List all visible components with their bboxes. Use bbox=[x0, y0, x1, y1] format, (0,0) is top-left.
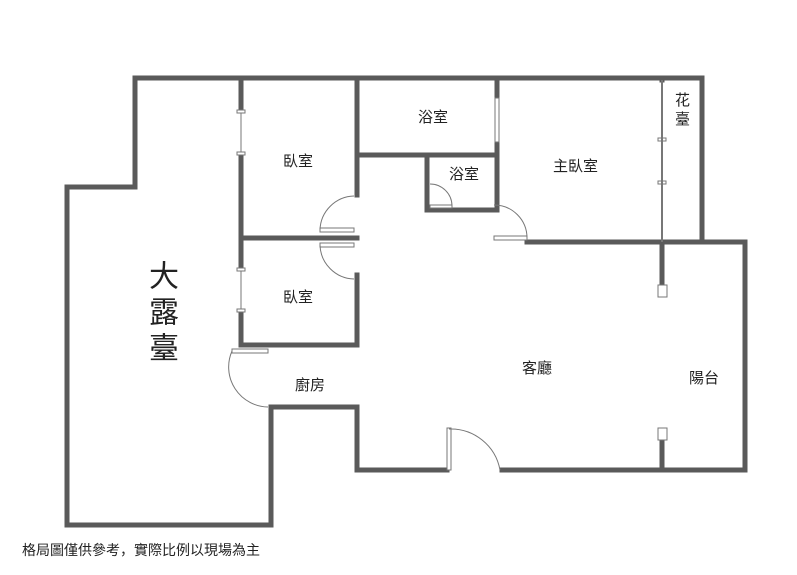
room-label-planter: 花臺 bbox=[673, 92, 691, 130]
disclaimer-note: 格局圖僅供參考，實際比例以現場為主 bbox=[22, 543, 260, 559]
room-label-bedroom-1: 臥室 bbox=[283, 152, 314, 170]
room-label-bedroom-2: 臥室 bbox=[283, 288, 314, 306]
room-label-balcony: 陽台 bbox=[689, 369, 720, 387]
kitchen-wall bbox=[268, 404, 450, 473]
outer-wall bbox=[64, 75, 705, 528]
room-label-kitchen: 廚房 bbox=[295, 376, 326, 394]
room-label-bathroom-1: 浴室 bbox=[418, 108, 449, 126]
room-label-terrace: 大露臺 bbox=[143, 260, 178, 368]
south-wall bbox=[499, 239, 748, 473]
room-label-living-room: 客廳 bbox=[522, 359, 553, 377]
room-label-master-bedroom: 主臥室 bbox=[553, 157, 599, 175]
room-label-bathroom-2: 浴室 bbox=[449, 165, 480, 183]
